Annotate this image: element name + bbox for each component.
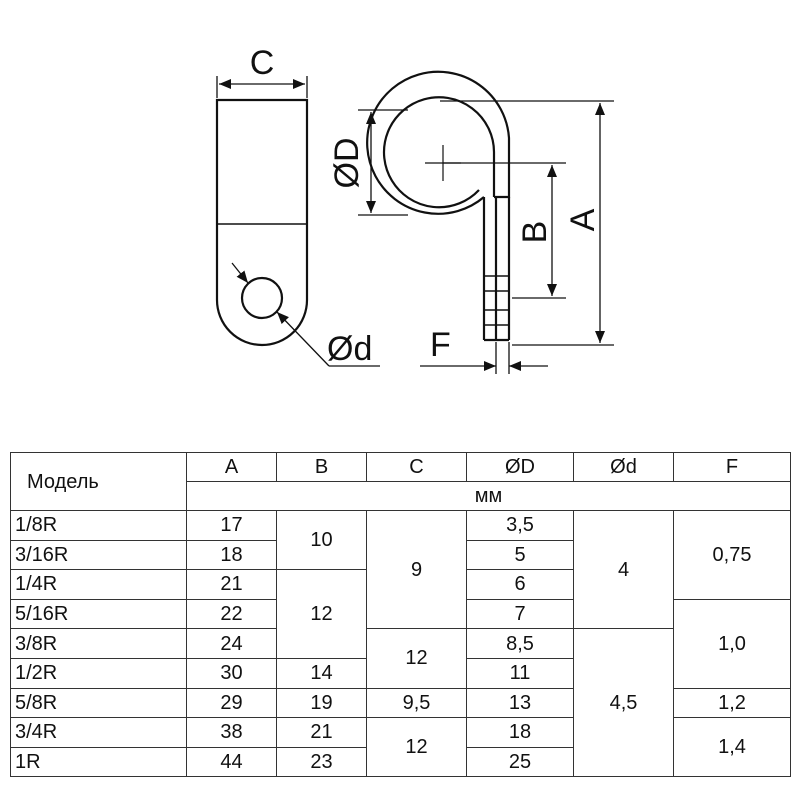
cell-a: 24 [186, 628, 277, 659]
table-row: 5/8R 29 19 9,5 13 1,2 [10, 687, 791, 719]
cell-d-outer: 18 [466, 717, 574, 748]
cell-b: 21 [276, 717, 367, 748]
cell-f: 0,75 [673, 510, 791, 600]
clamp-loop-outer [366, 70, 511, 215]
table-row: 1R 44 23 25 [10, 746, 791, 778]
cell-a: 38 [186, 717, 277, 748]
cell-model: 1/2R [10, 657, 187, 689]
cell-b: 19 [276, 687, 367, 719]
table-row: 3/8R 24 12 8,5 4,5 [10, 628, 791, 778]
table-row: 1/8R 17 10 9 3,5 4 0,75 [10, 509, 791, 630]
cell-a: 18 [186, 539, 277, 571]
cell-d-hole: 4,5 [573, 628, 674, 778]
cell-d-outer: 11 [466, 657, 574, 689]
mounting-hole [240, 276, 284, 320]
dim-a [440, 100, 614, 346]
cell-d-hole: 4 [573, 509, 674, 630]
dim-d-hole [231, 262, 380, 367]
header-d-hole: Ød [573, 452, 674, 482]
specification-table: Модель A B C ØD Ød F мм 1/8R 17 10 9 3,5… [10, 452, 791, 778]
header-c: C [366, 452, 467, 482]
cell-model: 5/16R [10, 598, 187, 630]
cell-d-outer: 5 [466, 539, 574, 571]
label-d-hole: Ød [327, 330, 372, 368]
table-unit-row: мм [11, 481, 791, 511]
dim-b [443, 162, 566, 299]
cell-d-outer: 13 [466, 687, 574, 719]
label-f: F [430, 326, 451, 364]
cell-a: 29 [186, 687, 277, 719]
cell-a: 21 [186, 569, 277, 600]
cell-b: 10 [276, 509, 367, 571]
cell-model: 1/8R [10, 510, 187, 541]
cell-f: 1,2 [673, 687, 791, 719]
front-view [366, 70, 511, 342]
header-d-outer: ØD [466, 452, 574, 482]
side-view [215, 98, 309, 347]
dim-c [216, 76, 308, 98]
table-row: 3/16R 18 5 [10, 539, 791, 571]
table-row: 5/16R 22 7 1,0 [10, 598, 791, 689]
cell-model: 5/8R [10, 687, 187, 719]
cell-a: 44 [186, 746, 277, 778]
cell-a: 30 [186, 657, 277, 689]
cell-model: 1R [10, 746, 187, 778]
label-a: A [564, 208, 602, 231]
table-header-row: Модель A B C ØD Ød F [10, 452, 791, 511]
cell-a: 17 [186, 510, 277, 541]
cell-c: 12 [366, 717, 467, 778]
cell-b: 12 [276, 569, 367, 659]
cell-a: 22 [186, 598, 277, 630]
header-model: Модель [10, 452, 187, 511]
cell-c: 9,5 [366, 687, 467, 719]
table-row: 1/4R 21 12 6 [10, 569, 791, 659]
label-b: B [516, 221, 554, 244]
cell-f: 1,0 [673, 598, 791, 689]
cell-model: 3/8R [10, 628, 187, 659]
label-d-outer: ØD [328, 138, 366, 189]
cell-model: 1/4R [10, 569, 187, 600]
cell-model: 3/4R [10, 717, 187, 748]
cell-d-outer: 6 [466, 569, 574, 600]
cell-c: 12 [366, 628, 467, 689]
dim-f [420, 342, 548, 374]
cell-d-outer: 3,5 [466, 510, 574, 541]
header-a: A [186, 452, 277, 482]
side-view-outline [215, 98, 309, 347]
clamp-loop-inner [382, 96, 496, 209]
cell-d-outer: 7 [466, 598, 574, 630]
cell-f: 1,4 [673, 717, 791, 778]
cell-d-outer: 25 [466, 746, 574, 778]
header-b: B [276, 452, 367, 482]
table-row: 3/4R 38 21 12 18 1,4 [10, 717, 791, 778]
cell-c: 9 [366, 509, 467, 630]
label-c: C [250, 44, 275, 82]
cell-model: 3/16R [10, 539, 187, 571]
unit-label: мм [186, 481, 791, 511]
cell-d-outer: 8,5 [466, 628, 574, 659]
cell-b: 14 [276, 657, 367, 689]
dim-d-outer [358, 109, 408, 216]
header-f: F [673, 452, 791, 482]
cell-b: 23 [276, 746, 367, 778]
clamp-technical-drawing: C Ød ØD B A [215, 44, 614, 374]
